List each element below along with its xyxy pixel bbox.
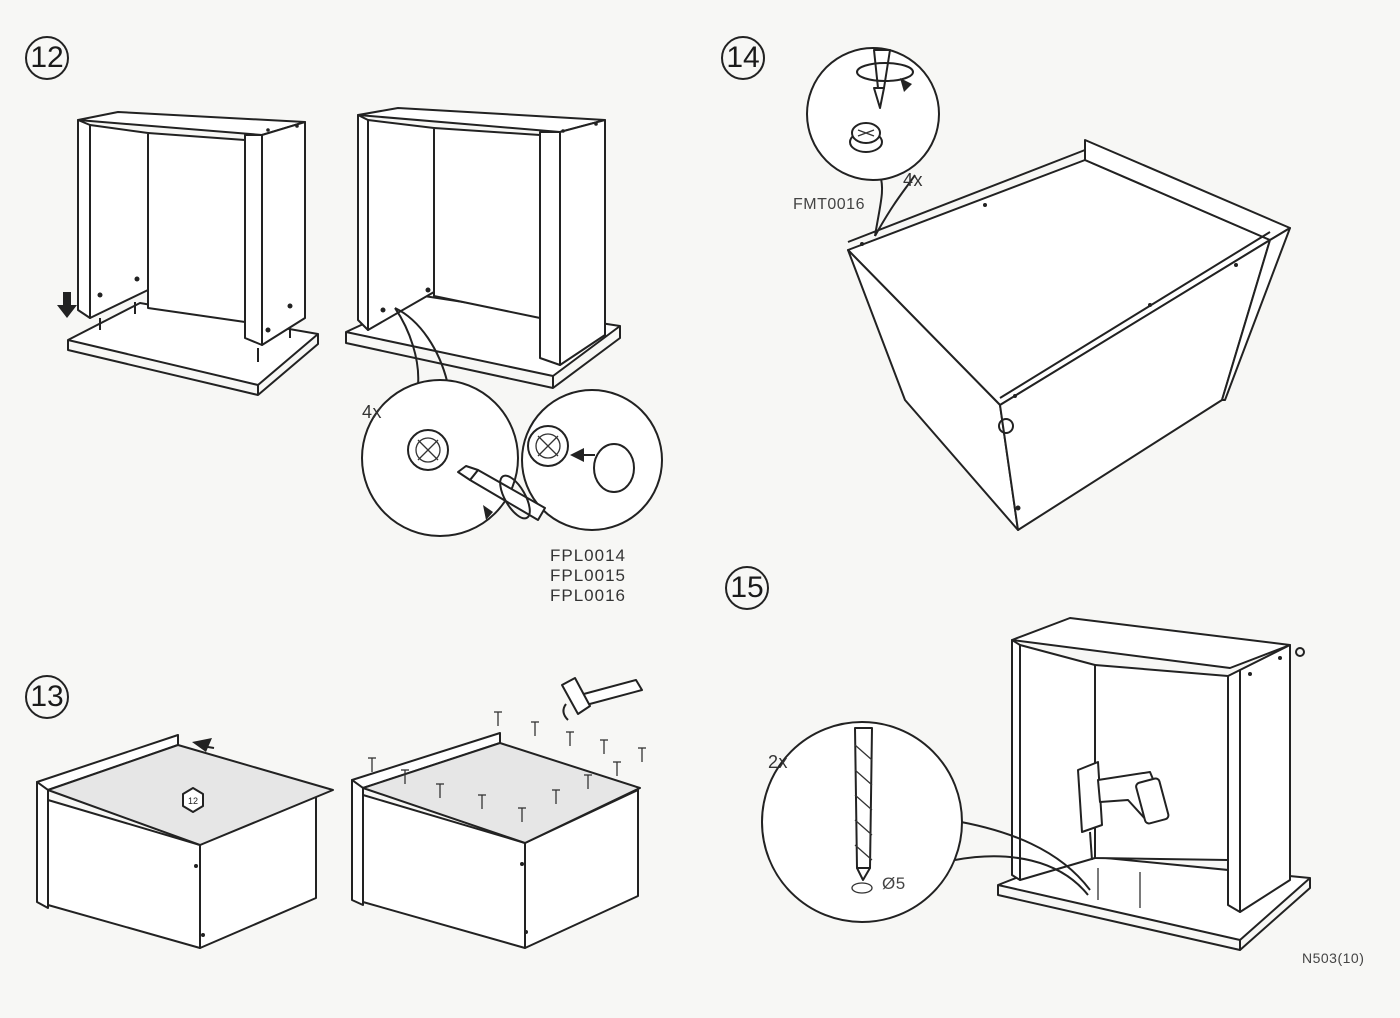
step-12-badge: 12	[25, 36, 69, 80]
step-14-number: 14	[726, 41, 760, 74]
hammer-icon	[561, 677, 643, 721]
step-14-badge: 14	[721, 36, 765, 80]
step14-part-code: FMT0016	[793, 196, 865, 213]
part-code: FPL0014	[550, 546, 626, 565]
drill-bit-icon	[854, 727, 873, 881]
page-code: N503(10)	[1302, 950, 1365, 966]
part-code: FPL0016	[550, 586, 626, 605]
step15-detail-bubble	[761, 721, 1091, 923]
step12-part-codes: FPL0014 FPL0015 FPL0016	[550, 546, 626, 606]
cap-icon	[593, 443, 635, 493]
step13-box-right	[351, 677, 646, 949]
part-code: FPL0015	[550, 566, 626, 585]
panel-marker-text: 12	[188, 796, 198, 806]
screwdriver-icon	[457, 465, 546, 521]
step12-quantity: 4x	[362, 402, 383, 422]
step14-quantity: 4x	[903, 170, 924, 190]
step12-detail-bubble	[361, 307, 663, 537]
cam-lock-icon	[407, 429, 449, 471]
step-12-number: 12	[30, 41, 64, 74]
step14-detail-bubble	[806, 47, 940, 237]
step14-cabinet	[847, 139, 1291, 531]
step-13-number: 13	[30, 680, 64, 713]
drill-diameter-label: Ø5	[882, 874, 906, 893]
step12-cabinet-left	[67, 111, 319, 396]
drill-icon	[1077, 761, 1170, 861]
step12-cabinet-right	[345, 107, 621, 389]
step15-cabinet	[997, 617, 1311, 951]
cam-lock-icon	[527, 425, 569, 467]
step13-box-left: 12	[36, 734, 334, 949]
step-15-number: 15	[730, 571, 764, 604]
nail-icon	[368, 711, 646, 822]
step15-quantity: 2x	[768, 752, 789, 772]
cam-lock-icon	[849, 122, 883, 153]
arrow-down-icon	[57, 292, 77, 318]
step-15-badge: 15	[725, 566, 769, 610]
step-13-badge: 13	[25, 675, 69, 719]
screwdriver-icon	[856, 49, 914, 109]
